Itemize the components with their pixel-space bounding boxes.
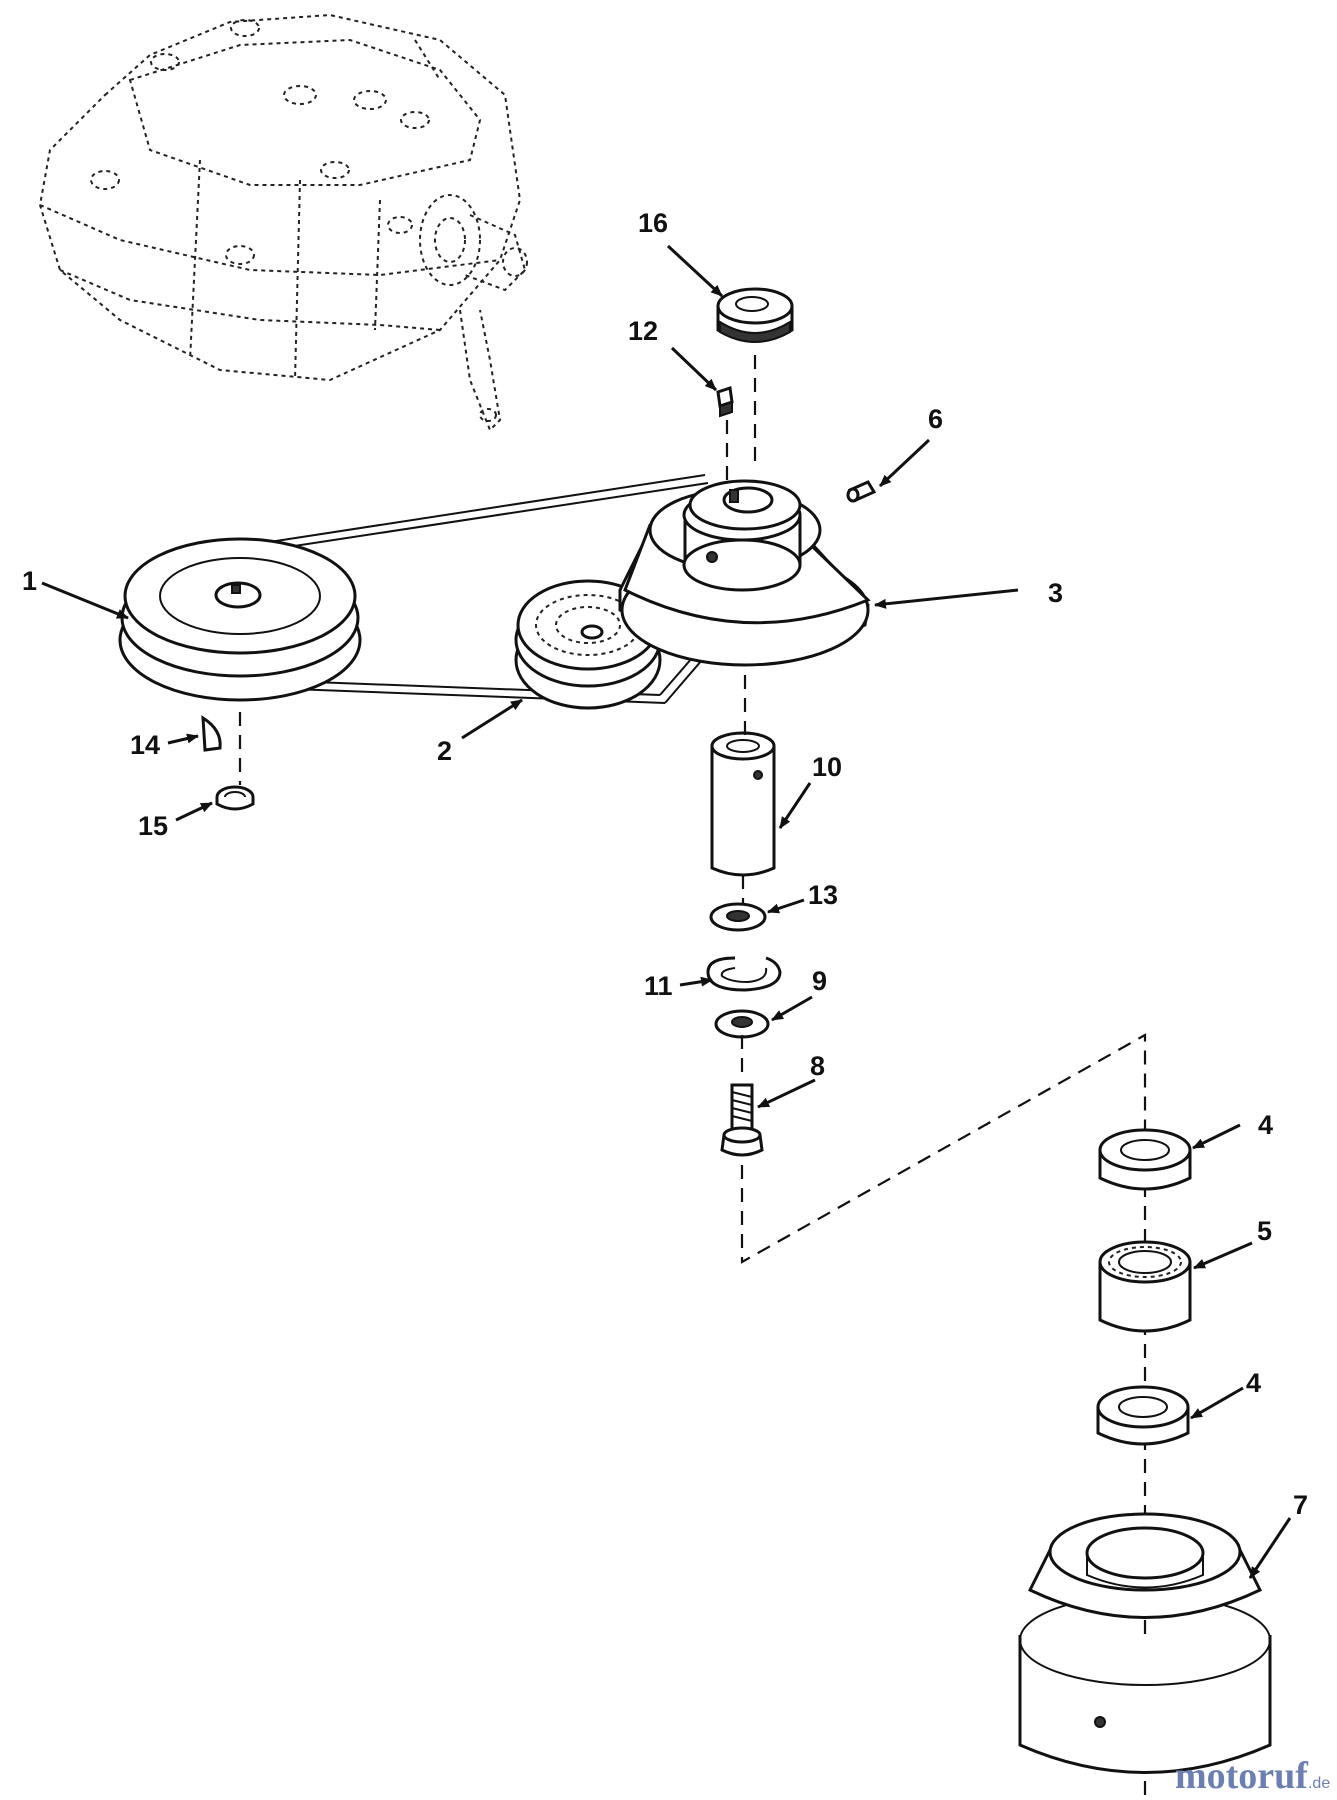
- washer-13: [709, 902, 767, 932]
- retaining-ring-15: [215, 785, 255, 811]
- callout-labels: 1 2 3 4 4 5 6 7 8 9 10 11 12 13 14 15 16: [22, 208, 1308, 1520]
- bearing-cap: [716, 287, 794, 343]
- drive-pulley: [118, 537, 362, 702]
- washer-9: [714, 1009, 770, 1039]
- label-10: 10: [812, 752, 842, 782]
- bearing-race-lower: [1096, 1385, 1190, 1446]
- watermark: motoruf.de: [1175, 1755, 1330, 1797]
- label-15: 15: [138, 811, 168, 841]
- hex-bolt: [720, 1083, 764, 1157]
- label-14: 14: [130, 730, 160, 760]
- label-9: 9: [812, 966, 827, 996]
- label-4-upper: 4: [1258, 1110, 1273, 1140]
- label-7: 7: [1293, 1490, 1308, 1520]
- label-2: 2: [437, 736, 452, 766]
- spindle-pulley: [618, 479, 871, 667]
- woodruff-key: [201, 715, 222, 752]
- label-8: 8: [810, 1051, 825, 1081]
- bearing-race-upper: [1098, 1128, 1192, 1191]
- label-4-lower: 4: [1246, 1368, 1261, 1398]
- spacer-tube: [710, 731, 776, 877]
- spindle-housing: [1018, 1512, 1272, 1774]
- label-12: 12: [628, 316, 658, 346]
- square-key: [716, 386, 734, 418]
- label-5: 5: [1257, 1216, 1272, 1246]
- watermark-brand: motoruf: [1175, 1755, 1309, 1797]
- set-screw: [846, 480, 877, 503]
- svg-text:motoruf.de: motoruf.de: [1175, 1755, 1330, 1797]
- callout-arrows: [41, 244, 1292, 1579]
- label-6: 6: [928, 404, 943, 434]
- watermark-suffix: .de: [1308, 1775, 1330, 1792]
- label-3: 3: [1048, 578, 1063, 608]
- label-11: 11: [644, 971, 673, 1001]
- transmission-housing: [38, 13, 528, 432]
- needle-bearing: [1098, 1240, 1192, 1333]
- snap-ring: [706, 956, 782, 992]
- label-13: 13: [808, 880, 838, 910]
- label-16: 16: [638, 208, 668, 238]
- label-1: 1: [22, 566, 37, 596]
